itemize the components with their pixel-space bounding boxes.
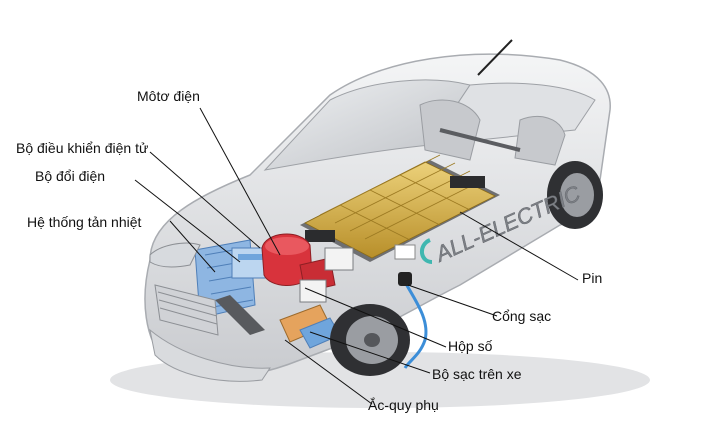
leader-cooling [169, 220, 216, 273]
front-grille [154, 284, 219, 336]
roof-antenna [477, 39, 513, 76]
label-battery: Pin [582, 270, 603, 286]
headlight-left [149, 242, 201, 268]
leader-aux-battery [284, 339, 373, 405]
rear-seat-right [514, 116, 566, 166]
front-bumper [149, 328, 271, 382]
rear-wheel [547, 161, 603, 229]
rear-seat [419, 99, 481, 161]
leader-controller [149, 151, 261, 249]
label-aux-battery: Ắc-quy phụ [368, 397, 439, 413]
leader-gearbox [304, 287, 447, 348]
leader-charge-port [407, 284, 498, 317]
charge-plug [398, 272, 412, 286]
battery-pack [300, 154, 500, 262]
label-gearbox: Hộp số [448, 338, 493, 354]
leader-onboard-charger [309, 331, 431, 374]
charge-cable [403, 281, 428, 369]
label-inverter: Bộ đổi điện [35, 168, 106, 184]
label-controller: Bộ điều khiển điện tử [16, 140, 149, 156]
label-motor: Môtơ điện [137, 88, 200, 104]
label-onboard-charger: Bộ sạc trên xe [432, 366, 522, 382]
onboard-charger-unit [279, 304, 341, 349]
leader-inverter [134, 179, 241, 263]
badge-c-logo [420, 238, 433, 264]
leader-battery [459, 211, 579, 281]
rear-axle [439, 128, 521, 152]
label-charge-port: Cổng sạc [492, 308, 552, 324]
leader-motor [199, 107, 281, 256]
front-wheel [330, 304, 410, 376]
label-cooling: Hệ thống tản nhiệt [27, 214, 142, 230]
